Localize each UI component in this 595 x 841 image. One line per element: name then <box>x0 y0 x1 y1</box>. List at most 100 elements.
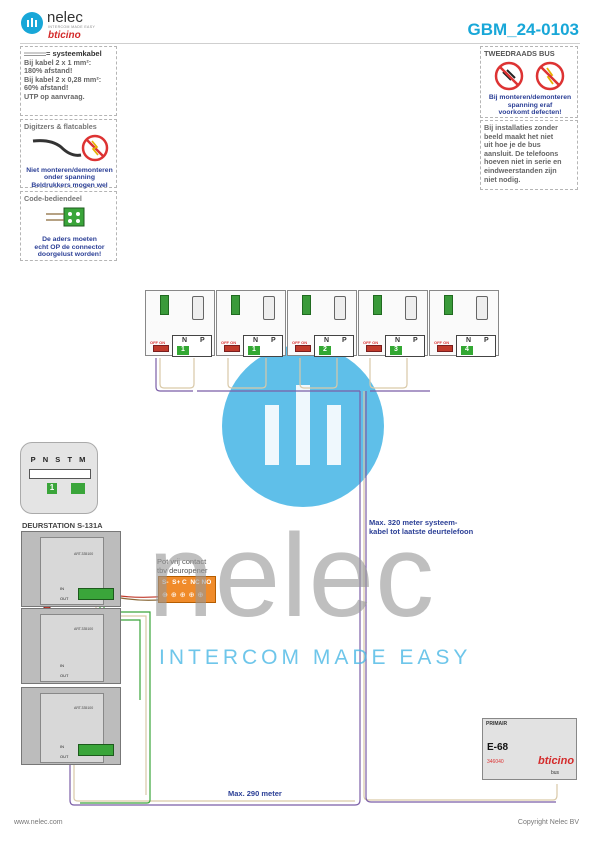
dip-switch[interactable] <box>295 345 311 352</box>
module-out-label: OUT <box>60 754 69 759</box>
digitizers-info-box: Digitzers & flatcables Niet monteren/dem… <box>20 119 117 189</box>
phone-number: 1 <box>177 346 189 355</box>
install-info-box: Bij installaties zonder beeld maakt het … <box>480 120 578 190</box>
psu-code: 346040 <box>487 759 504 765</box>
relay-caption-line: Pot vrij contact <box>157 557 207 566</box>
install-line: niet nodig. <box>484 174 521 184</box>
max-320-line: kabel tot laatste deurtelefoon <box>369 527 474 536</box>
handset-icon <box>405 296 417 320</box>
module-in-label: IN <box>60 586 64 591</box>
nelec-logo-icon <box>21 12 43 34</box>
p-label: P <box>271 337 276 344</box>
digitizers-warning: Beldrukkers mogen wel <box>31 181 108 189</box>
relay-terminal-labels: S- S+ C NC NO <box>162 579 212 586</box>
terminal-strip <box>29 469 91 479</box>
switch-label: OFF ON <box>221 340 237 345</box>
p-label: P <box>200 337 205 344</box>
n-label: N <box>324 337 330 344</box>
n-label: N <box>253 337 259 344</box>
module-out-label: OUT <box>60 596 69 601</box>
switch-label: OFF ON <box>363 340 379 345</box>
code-warning: De aders moeten <box>42 236 97 243</box>
code-warning: echt OP de connector <box>34 243 105 251</box>
n-label: N <box>466 337 472 344</box>
bus-info-box: TWEEDRAADS BUS Bij monteren/demonteren s… <box>480 46 578 118</box>
code-warning: doorgelust worden! <box>37 251 102 259</box>
footer-website[interactable]: www.nelec.com <box>14 819 63 826</box>
module-art-label: ART.335100 <box>74 552 94 556</box>
no-voltage-icon <box>494 61 565 91</box>
door-phone: OFF ON N P 2 <box>287 290 357 357</box>
terminal-label: M <box>79 455 86 464</box>
handset-icon <box>192 296 204 320</box>
phone-number: 4 <box>461 346 473 355</box>
terminal-label: T <box>67 455 73 464</box>
door-station-module-top: ART.335100 IN OUT <box>21 531 121 607</box>
cable-symbol-icon <box>24 52 46 57</box>
bus-warning: voorkomt defecten! <box>498 109 562 117</box>
np-block: N P 3 <box>385 335 425 357</box>
p-label: P <box>413 337 418 344</box>
code-connector-icon <box>46 207 85 227</box>
dip-switch[interactable] <box>366 345 382 352</box>
bus-box-title: TWEEDRAADS BUS <box>484 49 555 58</box>
door-phone: OFF ON N P 4 <box>429 290 499 357</box>
np-block: N P 1 <box>172 335 212 357</box>
module-connector <box>78 744 114 756</box>
bus-terminal-icon <box>302 295 311 315</box>
header: nelec INTERCOM MADE EASY bticino GBM_24-… <box>0 0 595 44</box>
relay-caption: Pot vrij contact tbv deuropener <box>157 557 207 575</box>
install-line: hoeven niet in serie en <box>484 157 562 167</box>
psu-brand: bticino <box>538 755 575 767</box>
install-line: aansluit. De telefoons <box>484 148 559 158</box>
install-line: beeld maakt het niet <box>484 131 554 141</box>
p-label: P <box>484 337 489 344</box>
terminal-label: P <box>30 455 36 464</box>
terminal-labels: P N S T M <box>27 455 89 469</box>
relay-terminal-block: S- S+ C NC NO ⊕⊕⊕⊕⊕ <box>158 576 216 603</box>
phone-number: 1 <box>248 346 260 355</box>
document-code: GBM_24-0103 <box>467 20 579 39</box>
flatcable-warning-icon <box>32 134 109 162</box>
terminal-label: S <box>55 455 61 464</box>
dip-switch[interactable] <box>224 345 240 352</box>
dip-switch[interactable] <box>153 345 169 352</box>
cable-line: Bij kabel 2 x 1 mm²: <box>24 57 92 67</box>
install-line: Bij installaties zonder <box>484 123 558 132</box>
footer-copyright: Copyright Nelec BV <box>517 819 579 826</box>
brand-tagline: INTERCOM MADE EASY <box>48 25 96 29</box>
phone-number: 2 <box>319 346 331 355</box>
switch-number: 1 <box>47 483 57 494</box>
door-phone: OFF ON N P 1 <box>216 290 286 357</box>
cable-line: 180% afstand! <box>24 66 73 76</box>
terminal-zoom: P N S T M 1 <box>20 442 98 514</box>
switch-label: OFF ON <box>434 340 450 345</box>
door-station-module-bottom: ART.335100 IN OUT <box>21 687 121 765</box>
handset-icon <box>476 296 488 320</box>
np-block: N P 4 <box>456 335 496 357</box>
install-line: uit hoe je de bus <box>484 140 541 150</box>
header-divider <box>20 43 580 44</box>
digitizers-title: Digitzers & flatcables <box>24 122 97 131</box>
switch-label: OFF ON <box>292 340 308 345</box>
dip-block <box>71 483 85 494</box>
watermark-logo-icon <box>222 345 384 507</box>
cable-line: UTP op aanvraag. <box>24 91 85 101</box>
handset-icon <box>263 296 275 320</box>
psu-model: E-68 <box>487 742 509 753</box>
bus-warning: Bij monteren/demonteren <box>488 94 572 101</box>
digitizers-warning: Niet monteren/demonteren <box>26 167 113 174</box>
brand-name: nelec <box>47 9 83 26</box>
phone-number: 3 <box>390 346 402 355</box>
bus-terminal-icon <box>231 295 240 315</box>
dip-switch[interactable] <box>437 345 453 352</box>
relay-screws: ⊕⊕⊕⊕⊕ <box>162 592 207 599</box>
code-info-box: Code-bediendeel De aders moeten echt OP … <box>20 191 117 261</box>
power-supply: PRIMAIR E-68 346040 bticino bus <box>482 718 577 780</box>
n-label: N <box>182 337 188 344</box>
install-line: eindweerstanden zijn <box>484 165 557 175</box>
cable-box-title: = systeemkabel <box>46 49 102 58</box>
n-label: N <box>395 337 401 344</box>
max-320-note: Max. 320 meter systeem- kabel tot laatst… <box>369 518 473 536</box>
cable-info-box: = systeemkabel Bij kabel 2 x 1 mm²: 180%… <box>20 46 117 116</box>
